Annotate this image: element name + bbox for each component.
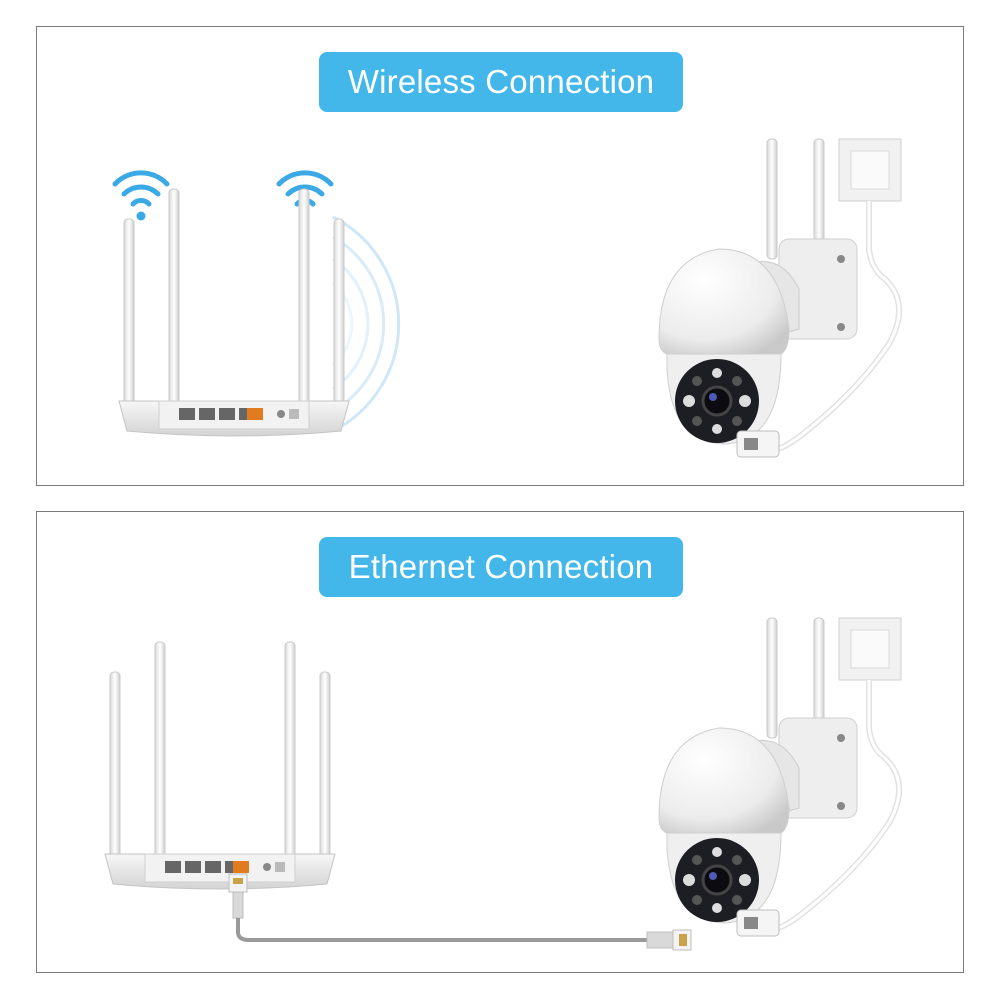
ip-camera-illustration — [659, 618, 901, 936]
router-illustration — [118, 188, 350, 437]
ethernet-scene — [104, 512, 965, 951]
wireless-connection-panel: Wireless Connection — [36, 26, 964, 486]
wifi-icon — [115, 173, 167, 221]
wireless-connection-title: Wireless Connection — [319, 52, 683, 112]
ethernet-connection-title: Ethernet Connection — [319, 537, 683, 597]
router-illustration — [104, 641, 336, 890]
ethernet-plug-icon — [228, 873, 248, 919]
ethernet-connection-panel: Ethernet Connection — [36, 511, 964, 973]
ethernet-plug-icon — [646, 929, 692, 951]
ethernet-cable-icon — [236, 918, 647, 942]
wireless-scene — [37, 27, 965, 487]
ip-camera-illustration — [659, 139, 901, 457]
